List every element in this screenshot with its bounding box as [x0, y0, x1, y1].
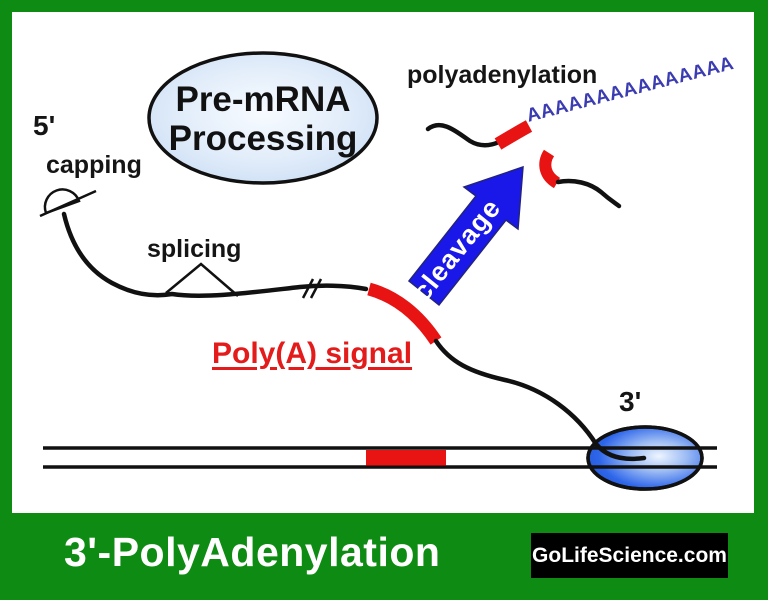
brand-badge: GoLifeScience.com — [531, 533, 728, 578]
strand-hook — [593, 441, 647, 462]
splicing-label: splicing — [147, 235, 242, 263]
pre-mrna-strand — [61, 211, 369, 298]
oval-title: Pre-mRNA Processing — [149, 80, 377, 158]
three-prime-label: 3' — [619, 386, 642, 417]
cap-line — [39, 189, 97, 218]
capping-label: capping — [46, 151, 142, 179]
polyadenylation-label: polyadenylation — [407, 61, 598, 89]
oval-title-line2: Processing — [168, 119, 358, 159]
cleaved-mrna-strand — [425, 122, 502, 148]
cleavage-arrow — [407, 165, 524, 307]
poly-a-signal-label: Poly(A) signal — [212, 337, 413, 370]
cleaved-signal-segment — [494, 120, 533, 150]
poly-a-signal-segment — [367, 282, 442, 345]
title-oval — [147, 51, 379, 185]
downstream-strand — [555, 178, 622, 209]
rna-polymerase-outline — [586, 425, 704, 491]
nascent-strand — [433, 338, 599, 447]
brand-badge-text: GoLifeScience.com — [532, 543, 727, 567]
five-prime-label: 5' — [33, 110, 56, 141]
oval-title-line1: Pre-mRNA — [175, 80, 351, 119]
strand-break-icon — [301, 278, 323, 299]
splicing-loop — [165, 262, 239, 297]
dna-strands — [43, 446, 717, 469]
cap-icon — [43, 188, 81, 215]
slide-title: 3'-PolyAdenylation — [64, 529, 441, 575]
dna-signal-site — [366, 450, 446, 466]
downstream-signal-segment — [539, 149, 561, 189]
